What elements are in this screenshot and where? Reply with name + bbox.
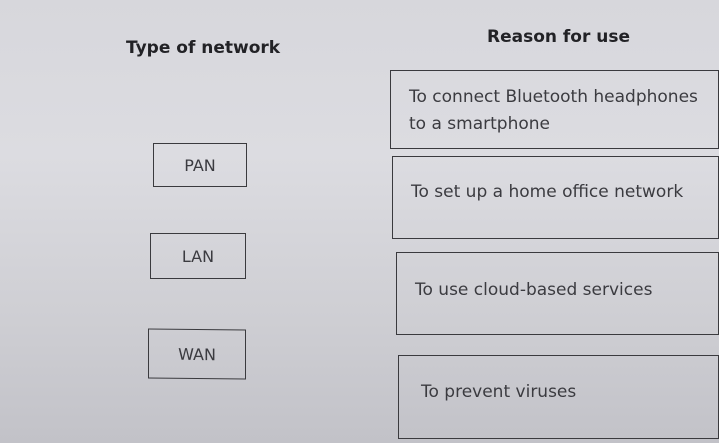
reason-for-use-heading: Reason for use: [487, 27, 631, 47]
reason-line: to a smartphone: [409, 113, 550, 134]
reason-line: To use cloud-based services: [415, 280, 653, 300]
type-of-network-heading: Type of network: [126, 38, 281, 58]
reason-box-cloud-services[interactable]: To use cloud-based services: [396, 252, 719, 335]
network-type-lan-box[interactable]: LAN: [150, 233, 246, 279]
network-type-wan-box[interactable]: WAN: [148, 328, 246, 380]
reason-text: To connect Bluetooth headphones to a sma…: [409, 84, 698, 138]
network-type-label: LAN: [181, 246, 215, 266]
reason-line: To connect Bluetooth headphones: [409, 86, 698, 107]
reason-box-home-office[interactable]: To set up a home office network: [392, 156, 719, 239]
network-type-pan-box[interactable]: PAN: [153, 143, 247, 187]
reason-box-prevent-viruses[interactable]: To prevent viruses: [398, 355, 719, 439]
reason-line: To set up a home office network: [411, 182, 684, 202]
network-type-label: WAN: [178, 344, 216, 364]
reason-box-bluetooth[interactable]: To connect Bluetooth headphones to a sma…: [390, 70, 719, 149]
network-type-label: PAN: [184, 155, 216, 175]
reason-line: To prevent viruses: [421, 381, 577, 402]
